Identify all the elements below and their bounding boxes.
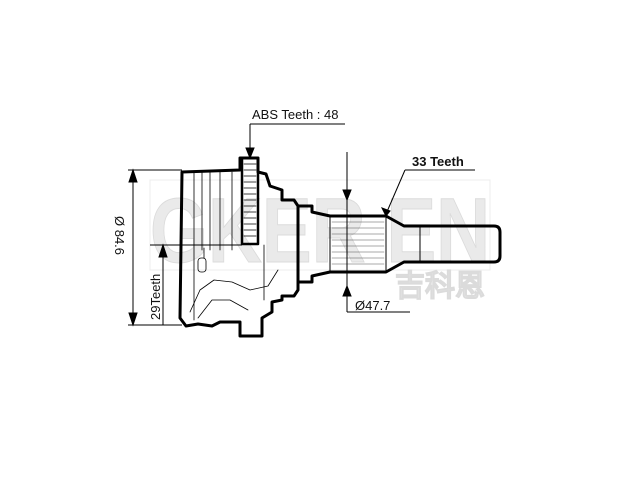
shaft-teeth-label: 33 Teeth [412,154,464,169]
joint-housing [178,156,300,338]
watermark: GKER EN 吉科恩 [149,179,491,304]
shaft-diameter-label: Ø47.7 [355,298,390,313]
spline-shaft [296,204,502,284]
watermark-latin: GKER EN [150,180,490,282]
watermark-chinese: 吉科恩 [395,270,485,303]
outer-diameter-label: Ø 84.6 [112,216,127,255]
abs-teeth-label: ABS Teeth : 48 [252,107,339,122]
inner-teeth-label: 29Teeth [148,274,163,320]
